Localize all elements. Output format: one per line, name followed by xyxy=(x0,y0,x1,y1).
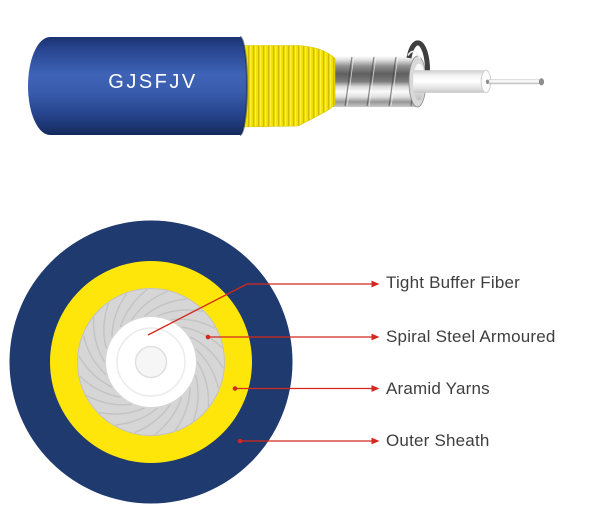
layer-label-outer-sheath: Outer Sheath xyxy=(386,431,490,450)
arrowhead-icon xyxy=(371,385,380,392)
aramid-yarn-bundle xyxy=(240,45,336,128)
bare-fiber xyxy=(488,79,541,85)
fiber-tip xyxy=(538,78,545,86)
sheath-end-rim xyxy=(239,36,248,136)
fiber-core-dot xyxy=(134,345,168,379)
swirl-blade-line xyxy=(78,355,113,388)
arrowhead-icon xyxy=(371,280,380,288)
leader-lines xyxy=(147,280,380,445)
leader-tight-buffer-fiber xyxy=(147,283,372,336)
arrowhead-icon xyxy=(371,437,380,445)
fiber-entry-dot xyxy=(485,79,490,85)
swirl-blade-line xyxy=(82,335,107,376)
outer-sheath-cylinder xyxy=(28,37,247,135)
swirl-blade-line xyxy=(131,290,168,321)
swirl-blade-line xyxy=(195,348,220,389)
cable-3d-view xyxy=(28,36,545,136)
steel-swirl-texture xyxy=(78,289,224,435)
leader-dot xyxy=(232,386,238,391)
cable-cross-section xyxy=(9,220,293,504)
swirl-blade-line xyxy=(143,298,187,317)
swirl-blade-line xyxy=(189,336,224,369)
arrowhead-icon xyxy=(371,333,380,341)
product-code-label: GJSFJV xyxy=(108,71,198,93)
leader-dot xyxy=(205,334,211,340)
steel-cut-flap-highlight xyxy=(407,50,421,59)
swirl-blade-line xyxy=(111,293,128,337)
layer-label-tight-buffer-fiber: Tight Buffer Fiber xyxy=(386,273,520,292)
swirl-blade-line xyxy=(86,394,132,406)
swirl-blade-line xyxy=(157,309,204,317)
swirl-blade-line xyxy=(134,403,171,434)
leader-dot xyxy=(237,438,243,444)
swirl-blade-line xyxy=(196,361,210,407)
swirl-blade-line xyxy=(98,407,145,415)
swirl-blade-line xyxy=(174,387,191,431)
buffer-inner-ring xyxy=(116,327,186,397)
swirl-blade-line xyxy=(103,302,110,350)
swirl-blade-line xyxy=(170,318,216,330)
swirl-blade-line xyxy=(181,326,223,349)
spiral-steel-tube xyxy=(330,56,417,107)
layer-label-spiral-steel-armoured: Spiral Steel Armoured xyxy=(386,327,556,346)
layer-label-aramid-yarns: Aramid Yarns xyxy=(386,378,490,398)
swirl-blade-line xyxy=(192,374,199,422)
swirl-blade-line xyxy=(154,396,183,435)
steel-spiral-highlights xyxy=(346,56,399,107)
buffer-tube xyxy=(414,70,484,93)
swirl-blade-line xyxy=(119,289,148,328)
swirl-blade-line xyxy=(115,407,159,426)
swirl-blade-line xyxy=(79,375,121,398)
swirl-blade-line xyxy=(92,317,106,363)
